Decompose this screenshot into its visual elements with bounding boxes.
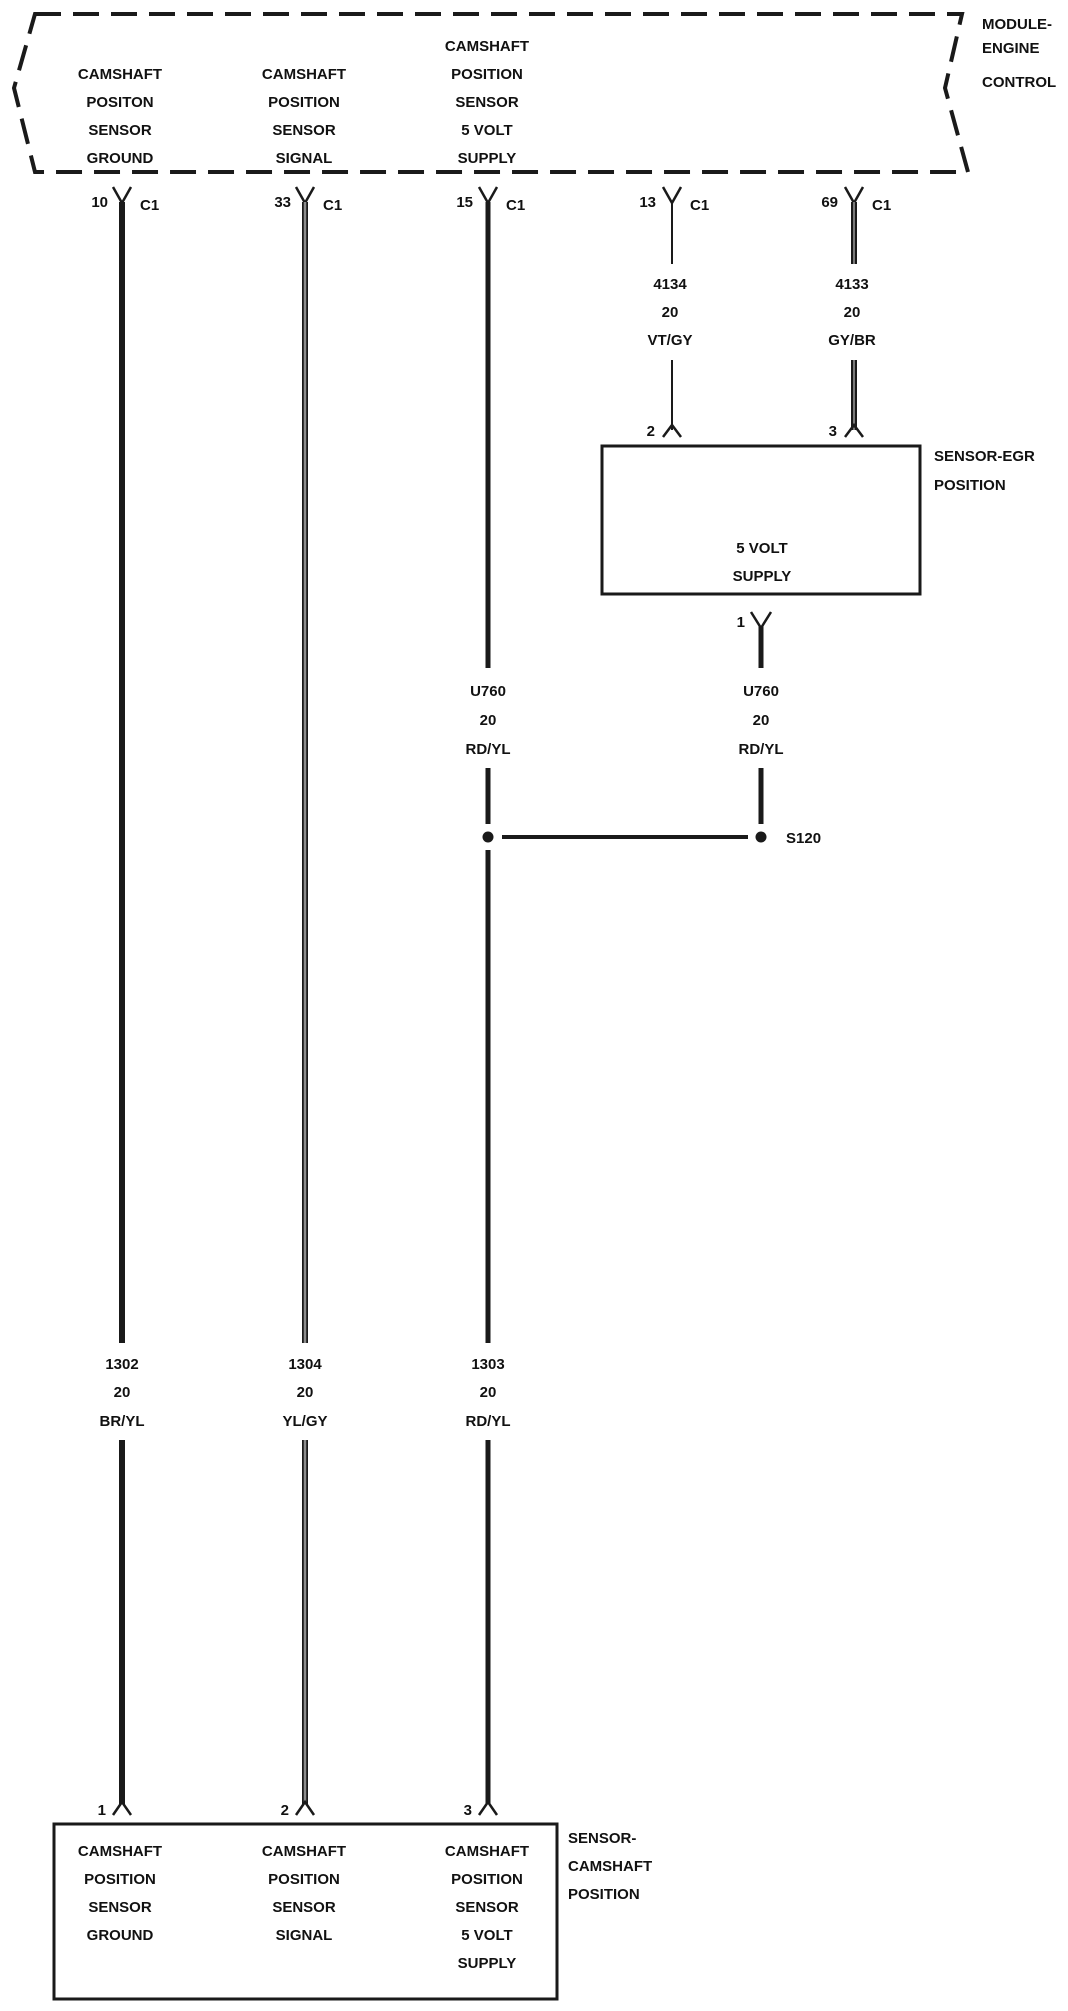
egr-sensor-label: 5 VOLT: [736, 540, 787, 557]
module-pin33-label: POSITION: [268, 94, 340, 111]
cam-pin3-label: CAMSHAFT: [445, 1843, 529, 1860]
module-pin33-label: SENSOR: [272, 122, 336, 139]
pin-number: 1: [737, 614, 745, 631]
wire-1302-color: BR/YL: [100, 1413, 145, 1430]
cam-sensor-box: [52, 1822, 559, 2001]
cam-pin3-label: SUPPLY: [458, 1955, 517, 1972]
cam-sensor-name: POSITION: [568, 1886, 640, 1903]
pin-connector-symbol: [662, 422, 682, 438]
pin-connector-symbol: [294, 186, 316, 206]
module-name-line3: CONTROL: [982, 74, 1056, 91]
connector-id: C1: [872, 197, 891, 214]
module-name-line1: MODULE-: [982, 16, 1052, 33]
module-pin10-label: CAMSHAFT: [78, 66, 162, 83]
wire-u760-egr-gauge: 20: [753, 712, 770, 729]
wire-u760-egr-color: RD/YL: [739, 741, 784, 758]
pin-connector-symbol: [661, 186, 683, 206]
cam-pin1-label: CAMSHAFT: [78, 1843, 162, 1860]
splice-dot: [755, 831, 767, 843]
cam-pin1-label: SENSOR: [88, 1899, 152, 1916]
pin-number: 13: [639, 194, 656, 211]
sensor-camshaft-position: 1 2 3 SENSOR- CAMSHAFT POSITION CAMSHAFT…: [52, 1799, 652, 2001]
pin-number: 3: [464, 1802, 472, 1819]
pin-number: 3: [829, 423, 837, 440]
cam-pin2-label: SENSOR: [272, 1899, 336, 1916]
pin-number: 69: [821, 194, 838, 211]
cam-pin1-label: POSITION: [84, 1871, 156, 1888]
egr-signal-wires: 4134 20 VT/GY 4133 20 GY/BR 2 3: [647, 202, 876, 440]
wire-u760-ecm-gauge: 20: [480, 712, 497, 729]
connector-id: C1: [690, 197, 709, 214]
module-pin10-label: SENSOR: [88, 122, 152, 139]
sensor-egr-position: SENSOR-EGR POSITION 5 VOLT SUPPLY 1: [600, 444, 1035, 631]
five-volt-supply-wiring: U760 20 RD/YL U760 20 RD/YL S120 1303 20…: [466, 202, 821, 1804]
module-pin10-label: GROUND: [87, 150, 154, 167]
cam-pin2-label: SIGNAL: [276, 1927, 333, 1944]
wire-1304-color: YL/GY: [282, 1413, 327, 1430]
pin-number: 15: [456, 194, 473, 211]
pin-connector-symbol: [111, 1799, 133, 1816]
wire-1304-circuit: 1304: [288, 1356, 322, 1373]
wire-u760-ecm-color: RD/YL: [466, 741, 511, 758]
wire-4134-circuit: 4134: [653, 276, 687, 293]
cam-pin3-label: SENSOR: [455, 1899, 519, 1916]
wire-1303-color: RD/YL: [466, 1413, 511, 1430]
wire-u760-ecm-circuit: U760: [470, 683, 506, 700]
egr-sensor-box: [600, 444, 922, 596]
wire-1304-gauge: 20: [297, 1384, 314, 1401]
module-pin33-label: SIGNAL: [276, 150, 333, 167]
pin-number: 2: [647, 423, 655, 440]
pin-connector-symbol: [844, 422, 864, 438]
module-pin15-label: SENSOR: [455, 94, 519, 111]
pin-number: 33: [274, 194, 291, 211]
wire-4133-color: GY/BR: [828, 332, 876, 349]
pin-connector-symbol: [111, 186, 133, 206]
egr-sensor-name: POSITION: [934, 477, 1006, 494]
module-pin10-label: POSITON: [86, 94, 153, 111]
wire-4133-circuit: 4133: [835, 276, 868, 293]
module-pin15-label: 5 VOLT: [461, 122, 512, 139]
pin-connector-symbol: [843, 186, 865, 206]
connector-id: C1: [140, 197, 159, 214]
connector-id: C1: [323, 197, 342, 214]
module-pin15-label: POSITION: [451, 66, 523, 83]
cam-pin2-label: POSITION: [268, 1871, 340, 1888]
module-engine-control: MODULE- ENGINE CONTROL CAMSHAFT POSITON …: [11, 12, 1056, 174]
pin-number: 2: [281, 1802, 289, 1819]
pin-connector-symbol: [749, 611, 773, 631]
module-connector-pins: 10 C1 33 C1 15 C1 13 C1 69 C1: [91, 186, 891, 214]
wire-1303-gauge: 20: [480, 1384, 497, 1401]
cam-sensor-name: SENSOR-: [568, 1830, 636, 1847]
splice-name: S120: [786, 830, 821, 847]
pin-number: 10: [91, 194, 108, 211]
pin-connector-symbol: [477, 186, 499, 206]
egr-sensor-label: SUPPLY: [733, 568, 792, 585]
egr-sensor-name: SENSOR-EGR: [934, 448, 1035, 465]
wire-4134-color: VT/GY: [647, 332, 692, 349]
cam-pin3-label: POSITION: [451, 1871, 523, 1888]
wire-4134-gauge: 20: [662, 304, 679, 321]
connector-id: C1: [506, 197, 525, 214]
module-name-line2: ENGINE: [982, 40, 1040, 57]
module-housing: [11, 12, 971, 174]
cam-pin2-label: CAMSHAFT: [262, 1843, 346, 1860]
pin-connector-symbol: [294, 1799, 316, 1816]
wire-1302-circuit: 1302: [105, 1356, 138, 1373]
cam-sensor-name: CAMSHAFT: [568, 1858, 652, 1875]
module-pin33-label: CAMSHAFT: [262, 66, 346, 83]
cam-pin1-label: GROUND: [87, 1927, 154, 1944]
wire-u760-egr-circuit: U760: [743, 683, 779, 700]
wire-1302-gauge: 20: [114, 1384, 131, 1401]
module-pin15-label: CAMSHAFT: [445, 38, 529, 55]
pin-number: 1: [98, 1802, 106, 1819]
camshaft-sensor-wires: 1302 20 BR/YL 1304 20 YL/GY: [100, 202, 328, 1804]
wire-4133-gauge: 20: [844, 304, 861, 321]
splice-dot: [482, 831, 494, 843]
module-pin15-label: SUPPLY: [458, 150, 517, 167]
cam-pin3-label: 5 VOLT: [461, 1927, 512, 1944]
pin-connector-symbol: [477, 1799, 499, 1816]
wire-1303-circuit: 1303: [471, 1356, 504, 1373]
